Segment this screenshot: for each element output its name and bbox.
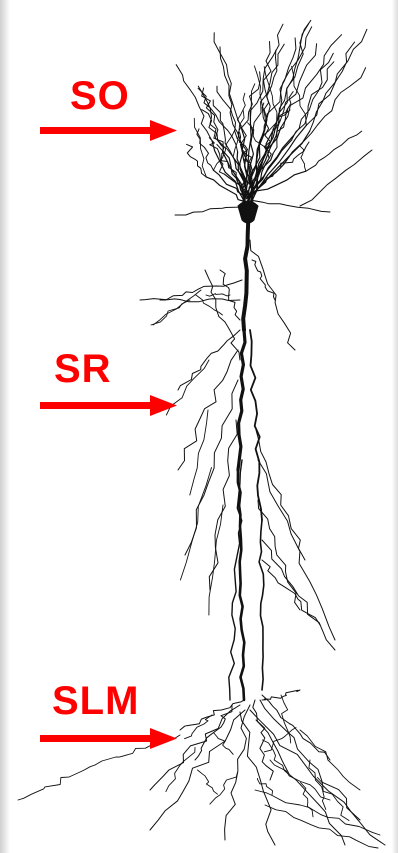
oblique-dendrite — [258, 500, 300, 610]
oblique-branch — [151, 300, 190, 325]
apical-trunk — [238, 330, 245, 470]
oblique-dendrite — [258, 460, 335, 640]
dendrite-tree — [18, 20, 385, 848]
oblique-branch — [180, 468, 211, 581]
tuft-branch — [318, 778, 350, 821]
basal-dendrite — [220, 47, 238, 133]
basal-dendrite — [175, 205, 246, 215]
oblique-dendrite — [262, 540, 335, 650]
tuft-branch — [185, 715, 213, 739]
oblique-branch — [209, 505, 223, 615]
arrow-so — [40, 120, 177, 141]
basal-dendrite — [306, 29, 367, 125]
oblique-dendrite — [256, 430, 305, 560]
tuft-dendrite — [270, 760, 330, 800]
basal-dendrite — [302, 68, 365, 143]
basal-dendrite — [266, 27, 312, 125]
basal-branch — [213, 130, 234, 170]
soma — [238, 201, 258, 223]
basal-dendrite — [281, 35, 342, 128]
basal-dendrite — [202, 110, 235, 162]
oblique-branch — [196, 295, 223, 315]
label-slm: SLM — [52, 681, 139, 721]
tuft-branch — [301, 783, 314, 817]
basal-dendrite — [250, 200, 330, 212]
tuft-branch — [214, 733, 234, 755]
basal-dendrite — [250, 24, 283, 123]
tuft-dendrite — [18, 765, 95, 800]
apical-trunk — [243, 210, 248, 330]
oblique-dendrite — [252, 260, 275, 300]
tuft-dendrite — [255, 790, 380, 835]
tuft-branch — [309, 760, 326, 809]
basal-dendrite — [253, 44, 285, 132]
arrow-sr — [40, 395, 177, 416]
tuft-branch — [264, 728, 296, 752]
oblique-branch — [190, 410, 208, 495]
basal-dendrite — [214, 33, 241, 127]
apical-trunk — [238, 470, 244, 700]
basal-dendrite — [176, 65, 212, 142]
apical-branch — [250, 330, 262, 520]
tuft-branch — [263, 740, 288, 774]
basal-dendrite — [277, 24, 309, 123]
apical-branch — [259, 520, 264, 690]
oblique-branch — [206, 294, 230, 297]
arrow-slm — [40, 728, 177, 749]
tuft-dendrite — [265, 805, 378, 848]
oblique-dendrite — [250, 240, 295, 350]
label-sr: SR — [54, 349, 112, 389]
oblique-dendrite — [262, 560, 320, 625]
basal-dendrite — [300, 150, 372, 206]
label-so: SO — [70, 76, 130, 116]
tuft-branch — [198, 770, 218, 794]
